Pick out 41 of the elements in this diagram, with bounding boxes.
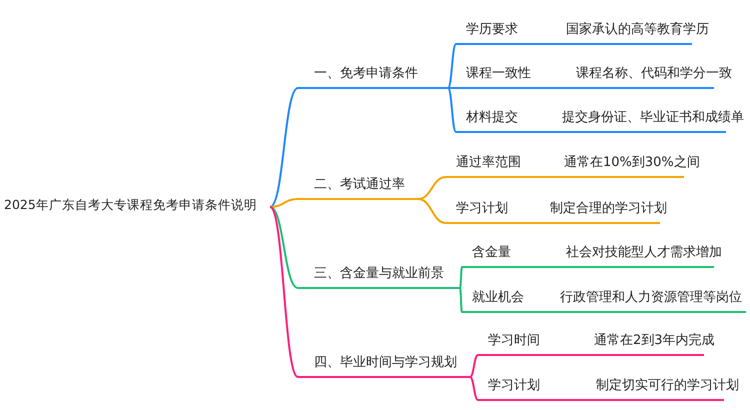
connector-line — [459, 266, 463, 288]
root-topic: 2025年广东自考大专课程免考申请条件说明 — [4, 195, 257, 215]
topic-detail: 通常在2到3年内完成 — [594, 333, 715, 349]
branch-topic — [298, 174, 418, 200]
topic-label: 二、考试通过率 — [314, 177, 405, 193]
connector-line — [469, 354, 479, 378]
topic-label: 一、免考申请条件 — [314, 66, 418, 82]
connector-line — [270, 206, 298, 289]
connector-line — [418, 176, 446, 200]
topic-detail: 制定合理的学习计划 — [550, 201, 667, 217]
topic-label: 课程一致性 — [466, 66, 531, 82]
branch-topic — [298, 263, 460, 289]
topic-label: 学历要求 — [466, 22, 518, 38]
topic-label: 学习计划 — [456, 201, 508, 217]
connector-line — [447, 87, 457, 133]
topic-detail: 制定切实可行的学习计划 — [596, 378, 739, 394]
topic-label: 学习计划 — [488, 378, 540, 394]
connector-line — [269, 206, 299, 378]
connector-line — [270, 198, 298, 208]
leaf-topic — [462, 287, 746, 313]
topic-label: 学习时间 — [488, 333, 540, 349]
topic-detail: 课程名称、代码和学分一致 — [576, 66, 732, 82]
branch-topic — [298, 352, 470, 378]
connector-line — [418, 198, 446, 224]
connector-line — [459, 288, 463, 312]
topic-detail: 社会对技能型人才需求增加 — [566, 245, 722, 261]
topic-detail: 通常在10%到30%之间 — [564, 155, 700, 171]
topic-detail: 提交身份证、毕业证书和成绩单 — [562, 110, 744, 126]
topic-label: 就业机会 — [472, 290, 524, 306]
connector-line — [447, 43, 457, 89]
branch-topic — [298, 63, 448, 89]
topic-label: 含金量 — [472, 245, 511, 261]
topic-label: 通过率范围 — [456, 155, 521, 171]
connector-line — [469, 376, 479, 401]
connector-line — [269, 87, 299, 208]
topic-detail: 国家承认的高等教育学历 — [566, 22, 709, 38]
topic-label: 四、毕业时间与学习规划 — [314, 355, 457, 371]
topic-label: 材料提交 — [466, 110, 518, 126]
topic-label: 三、含金量与就业前景 — [314, 266, 444, 282]
topic-detail: 行政管理和人力资源管理等岗位 — [560, 290, 742, 306]
connector-line — [448, 87, 456, 89]
